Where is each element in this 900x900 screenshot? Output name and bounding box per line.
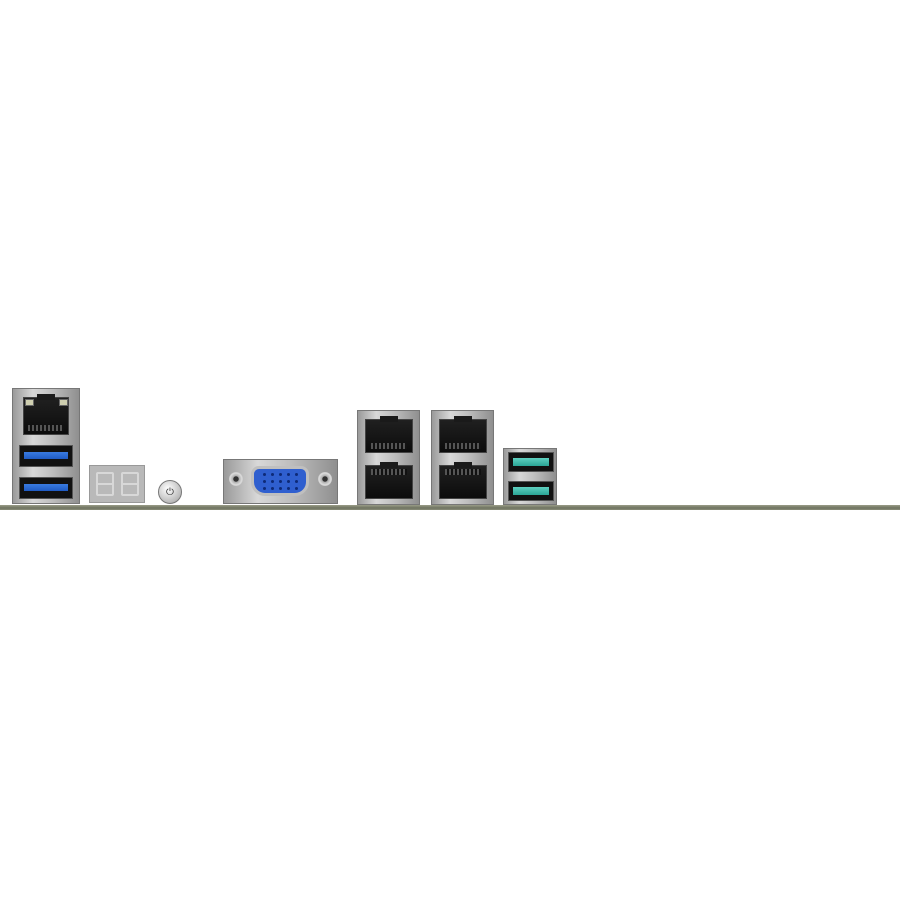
rj45-port [439,462,487,499]
screw-icon [229,472,243,486]
usb-port [508,481,554,501]
power-icon: ⏻ [166,486,174,498]
rj45-port [365,416,413,453]
vga-port [223,459,338,504]
screw-icon [318,472,332,486]
usb3-port [19,445,73,467]
rj45-port [365,462,413,499]
usb-port [508,452,554,472]
usb3-port [19,477,73,499]
ipmi-usb-stack [12,388,80,504]
lan-stack-a [357,410,420,505]
post-code-display [89,465,145,503]
led-indicator [59,399,68,406]
board-edge [0,505,900,510]
led-indicator [25,399,34,406]
rj45-port [439,416,487,453]
power-button: ⏻ [158,480,182,504]
lan-stack-b [431,410,494,505]
usb-stack [503,448,557,505]
